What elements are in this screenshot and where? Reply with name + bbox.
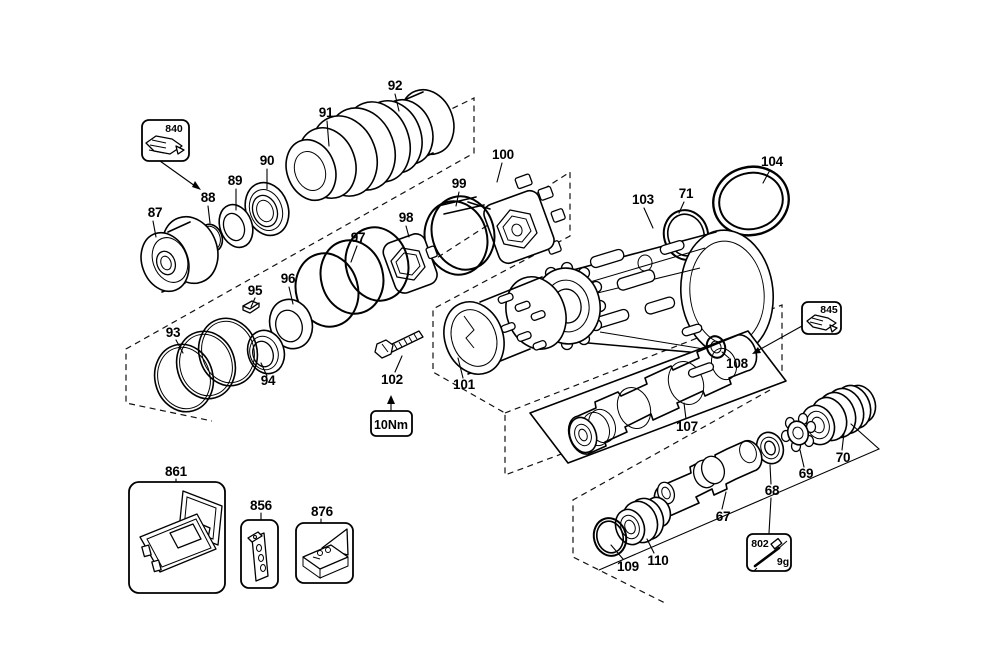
part-91-boot [285,100,423,202]
callout-label-840: 840 [165,123,183,135]
part-label-102: 102 [381,372,403,387]
part-93-spiral-rings [153,317,259,413]
part-label-109: 109 [617,559,639,574]
part-label-88: 88 [201,190,216,205]
grease-pouch-icon [145,135,185,155]
part-label-110: 110 [647,553,668,568]
part-label-97: 97 [351,230,366,245]
part-label-104: 104 [761,154,784,169]
part-100-castle-nut [483,173,566,265]
part-label-69: 69 [799,466,814,481]
part-104-o-ring-large [712,165,790,237]
part-67-striker-pin [653,439,763,517]
part-label-103: 103 [632,192,655,207]
callout-861 [128,481,226,594]
part-label-92: 92 [388,78,403,93]
part-label-90: 90 [260,153,275,168]
part-69-lock-washer [780,412,817,453]
callout-torque [370,395,413,437]
part-label-94: 94 [261,373,276,388]
part-68-seal-ring [755,431,785,465]
callout-876 [295,522,354,584]
leader-lines [152,93,845,560]
callout-856 [240,519,279,589]
part-label-68: 68 [765,483,780,498]
part-label-95: 95 [248,283,263,298]
part-96-seal-ring [268,298,314,350]
part-label-89: 89 [228,173,243,188]
accessory-pack-icon [247,531,269,582]
part-107-spindle-assembly [529,330,787,464]
part-87-cap [140,215,219,293]
part-label-96: 96 [281,271,296,286]
part-89-washer [218,203,254,249]
grease-pouch-icon [806,314,838,333]
torque-label: 10Nm [374,418,408,432]
part-90-seal-ring [244,181,290,237]
part-97-spring [294,226,410,328]
part-label-876: 876 [311,504,334,519]
kit-case-icon [139,490,223,573]
part-label-70: 70 [836,450,851,465]
callout-802 [746,533,792,572]
part-95-key [242,300,260,314]
callout-label-802: 802 [751,538,769,550]
part-109-o-ring [592,517,628,557]
grease-gun-icon [753,537,788,572]
part-110-bushing [614,496,672,546]
part-label-107: 107 [676,419,698,434]
part-label-91: 91 [319,105,334,120]
part-98-hex-ring [382,233,438,294]
part-108-o-ring-small [705,335,727,359]
part-101-slotted-sleeve [443,276,567,375]
callout-845 [752,301,842,354]
part-102-screw [374,330,424,359]
part-label-100: 100 [492,147,514,162]
part-label-98: 98 [399,210,414,225]
part-label-101: 101 [453,377,476,392]
part-label-67: 67 [716,509,731,524]
part-label-861: 861 [165,464,188,479]
part-label-108: 108 [726,356,749,371]
callout-label-845: 845 [820,304,838,316]
part-label-99: 99 [452,176,467,191]
part-70-boot [800,384,877,446]
parts-box-icon [302,528,349,579]
part-label-87: 87 [148,205,163,220]
part-label-93: 93 [166,325,181,340]
part-labels: 87 88 89 90 91 92 93 94 95 96 97 98 99 1… [148,78,851,574]
grease-amount-label: 9g [777,556,789,568]
grease-extent-bracket [598,423,881,571]
callout-840 [141,119,201,190]
part-label-856: 856 [250,498,273,513]
part-label-71: 71 [679,186,694,201]
